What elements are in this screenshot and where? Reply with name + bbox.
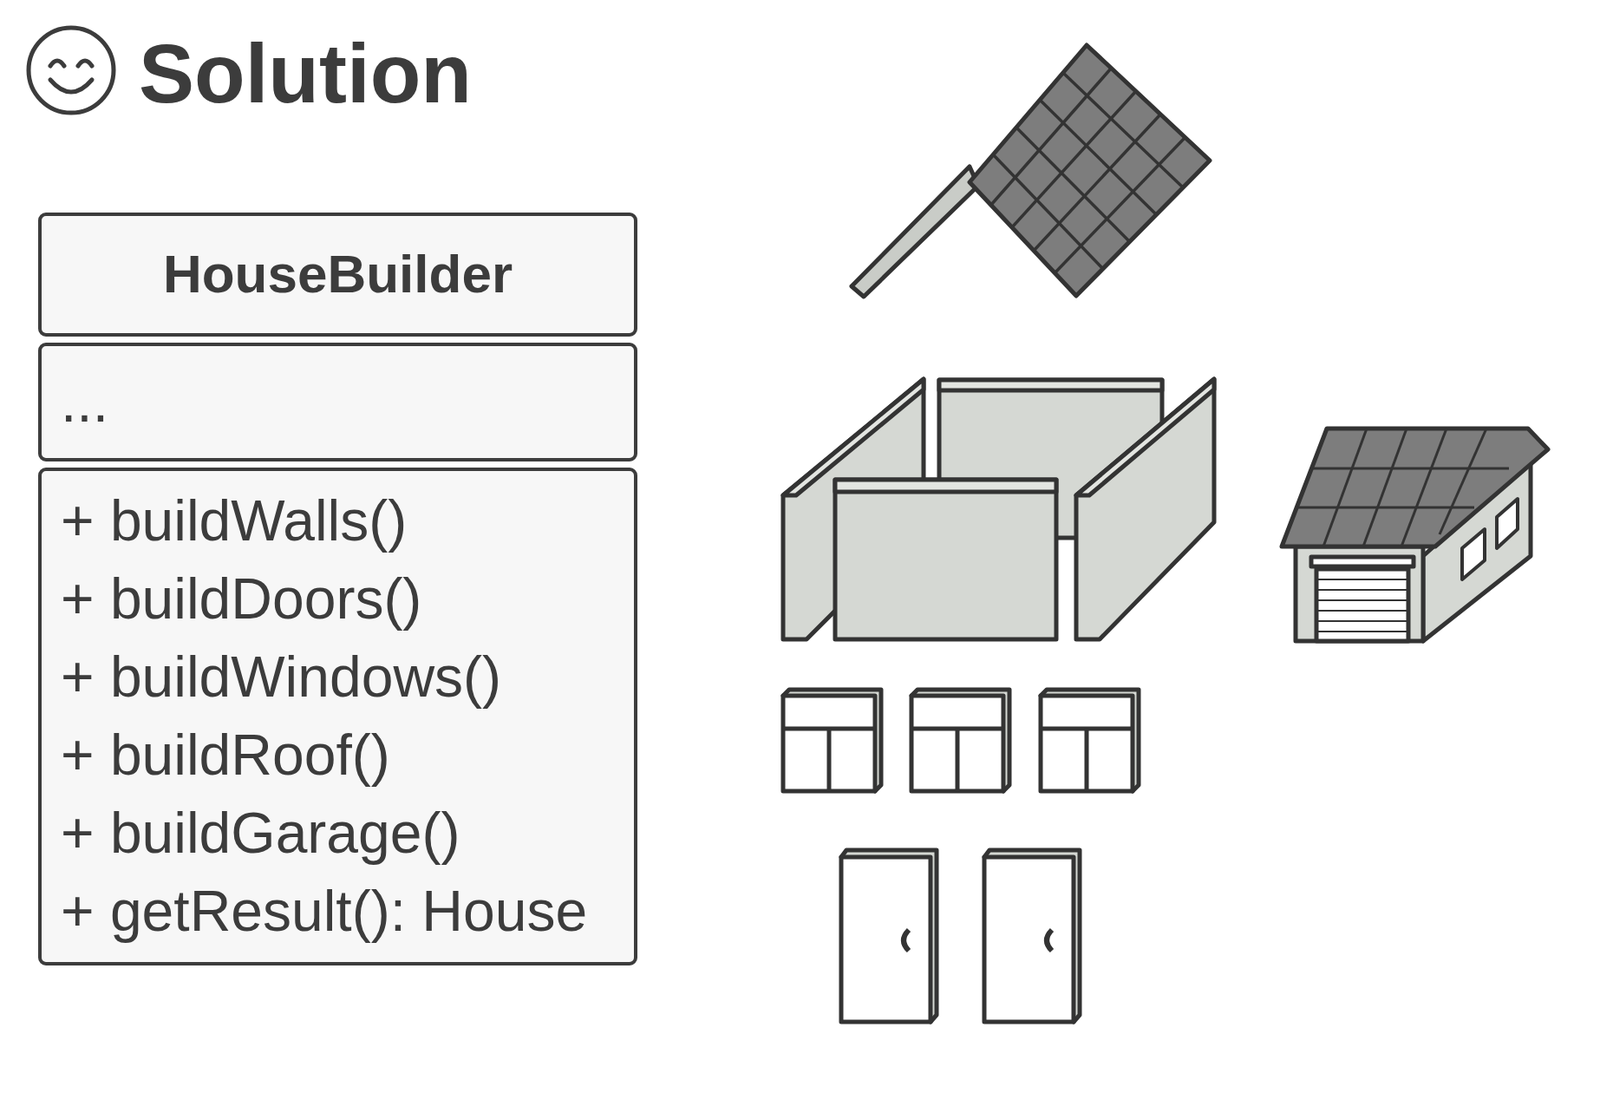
class-name: HouseBuilder	[163, 241, 513, 307]
attribute-list: ...	[60, 367, 109, 437]
method-section: + buildWalls()+ buildDoors()+ buildWindo…	[38, 467, 638, 966]
attribute-section: ...	[38, 342, 638, 462]
windows-part	[783, 689, 1139, 791]
method-signature: + buildWindows()	[60, 637, 615, 716]
method-signature: + getResult(): House	[60, 871, 615, 950]
walls-part	[783, 378, 1215, 640]
roof-part	[851, 45, 1210, 297]
smiley-icon	[28, 27, 114, 113]
method-signature: + buildRoof()	[60, 715, 615, 794]
method-signature: + buildGarage()	[60, 793, 615, 872]
diagram-title: Solution	[138, 32, 472, 116]
method-signature: + buildDoors()	[60, 559, 615, 638]
garage-part	[1281, 428, 1548, 641]
class-name-section: HouseBuilder	[38, 212, 638, 337]
doors-part	[841, 849, 1080, 1022]
class-box: HouseBuilder... + buildWalls()+ buildDoor…	[38, 212, 638, 966]
method-signature: + buildWalls()	[60, 481, 615, 560]
